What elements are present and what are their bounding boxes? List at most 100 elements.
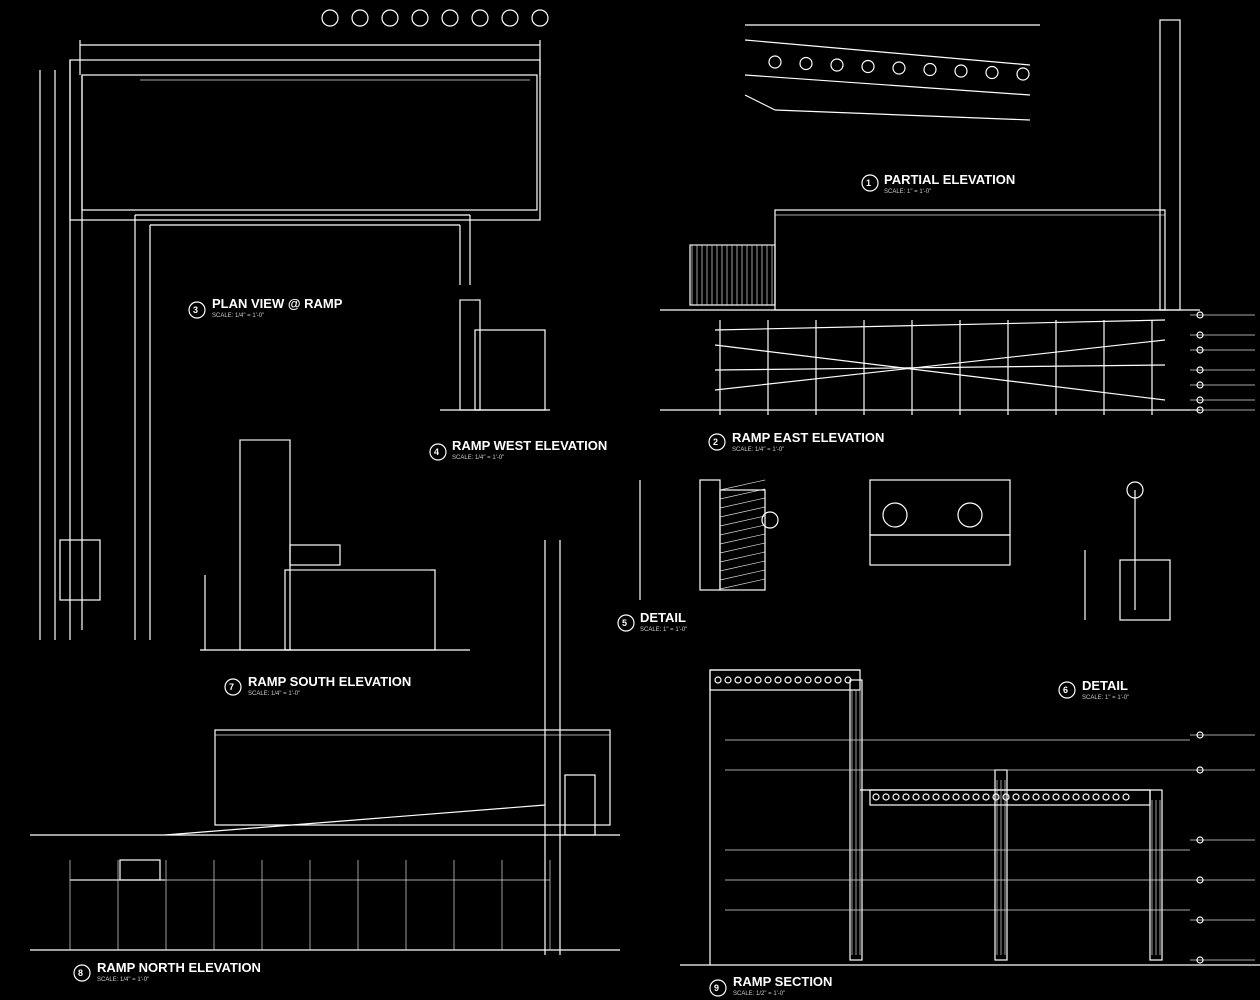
view-title-ramp-section: 9 RAMP SECTION SCALE: 1/2" = 1'-0" <box>709 974 832 997</box>
line <box>719 533 766 545</box>
svg-text:5: 5 <box>622 618 627 628</box>
circle <box>411 9 429 27</box>
line <box>744 39 1031 66</box>
svg-text:RAMP SECTION: RAMP SECTION <box>733 974 832 989</box>
svg-text:DETAIL: DETAIL <box>640 610 686 625</box>
circle <box>531 9 549 27</box>
circle <box>1196 406 1204 414</box>
circle <box>892 61 906 75</box>
circle <box>954 64 968 78</box>
svg-text:3: 3 <box>193 305 198 315</box>
circle <box>351 9 369 27</box>
circle <box>922 793 930 801</box>
circle <box>1062 793 1070 801</box>
circle <box>1102 793 1110 801</box>
outline <box>474 329 546 411</box>
circle <box>1012 793 1020 801</box>
view-title-plan-view: 3 PLAN VIEW @ RAMP SCALE: 1/4" = 1'-0" <box>188 296 343 319</box>
circle <box>321 9 339 27</box>
svg-text:RAMP NORTH ELEVATION: RAMP NORTH ELEVATION <box>97 960 261 975</box>
circle <box>1022 793 1030 801</box>
circle <box>804 676 812 684</box>
circle <box>1122 793 1130 801</box>
line <box>719 542 766 554</box>
line <box>774 109 1031 121</box>
svg-text:SCALE: 1/4" = 1'-0": SCALE: 1/4" = 1'-0" <box>97 977 149 983</box>
outline <box>564 774 596 836</box>
circle <box>714 676 722 684</box>
circle <box>923 62 937 77</box>
circle <box>1126 481 1144 499</box>
linework <box>30 9 1260 966</box>
line <box>714 344 1166 401</box>
circle <box>471 9 489 27</box>
line <box>714 319 1166 331</box>
circle <box>814 676 822 684</box>
circle <box>972 793 980 801</box>
svg-text:2: 2 <box>713 437 718 447</box>
circle <box>1082 793 1090 801</box>
circle <box>1092 793 1100 801</box>
circle <box>761 511 779 529</box>
svg-text:7: 7 <box>229 682 234 692</box>
circle <box>834 676 842 684</box>
circle <box>1196 381 1204 389</box>
circle <box>1196 366 1204 374</box>
circle <box>784 676 792 684</box>
line <box>719 488 766 500</box>
outline <box>869 789 1151 806</box>
circle <box>441 9 459 27</box>
circle <box>794 676 802 684</box>
circle <box>754 676 762 684</box>
svg-text:SCALE: 1/4" = 1'-0": SCALE: 1/4" = 1'-0" <box>732 447 784 453</box>
circle <box>1112 793 1120 801</box>
line <box>719 497 766 509</box>
circle <box>1196 766 1204 774</box>
circle <box>1196 956 1204 964</box>
outline <box>459 299 481 411</box>
circle <box>985 65 999 80</box>
outline <box>284 569 436 651</box>
line <box>719 551 766 563</box>
circle <box>1196 311 1204 319</box>
circle <box>912 793 920 801</box>
circle <box>724 676 732 684</box>
circle <box>774 676 782 684</box>
line <box>744 94 776 111</box>
circle <box>1196 876 1204 884</box>
svg-text:RAMP EAST ELEVATION: RAMP EAST ELEVATION <box>732 430 884 445</box>
svg-text:PARTIAL ELEVATION: PARTIAL ELEVATION <box>884 172 1015 187</box>
svg-text:8: 8 <box>78 968 83 978</box>
circle <box>824 676 832 684</box>
outline <box>81 74 538 211</box>
outline <box>1149 789 1163 961</box>
outline <box>1159 19 1181 311</box>
circle <box>892 793 900 801</box>
outline <box>1119 559 1171 621</box>
svg-text:SCALE: 1" = 1'-0": SCALE: 1" = 1'-0" <box>640 627 687 633</box>
circle <box>1016 67 1030 81</box>
circle <box>1196 916 1204 924</box>
circle <box>1196 396 1204 404</box>
outline <box>774 209 1166 311</box>
circle <box>882 502 908 528</box>
circle <box>830 58 844 72</box>
circle <box>962 793 970 801</box>
circle <box>734 676 742 684</box>
line <box>719 524 766 536</box>
line <box>719 560 766 572</box>
outline <box>214 729 611 826</box>
circle <box>1032 793 1040 801</box>
svg-text:RAMP SOUTH ELEVATION: RAMP SOUTH ELEVATION <box>248 674 411 689</box>
view-title-partial-elevation: 1 PARTIAL ELEVATION SCALE: 1" = 1'-0" <box>861 172 1015 195</box>
svg-text:1: 1 <box>866 178 871 188</box>
line <box>719 479 766 491</box>
outline <box>119 859 161 881</box>
outline <box>289 544 341 566</box>
line <box>719 506 766 518</box>
svg-text:4: 4 <box>434 447 439 457</box>
circle <box>799 56 813 71</box>
view-title-ramp-east-elevation: 2 RAMP EAST ELEVATION SCALE: 1/4" = 1'-0… <box>708 430 884 453</box>
line <box>164 804 546 836</box>
